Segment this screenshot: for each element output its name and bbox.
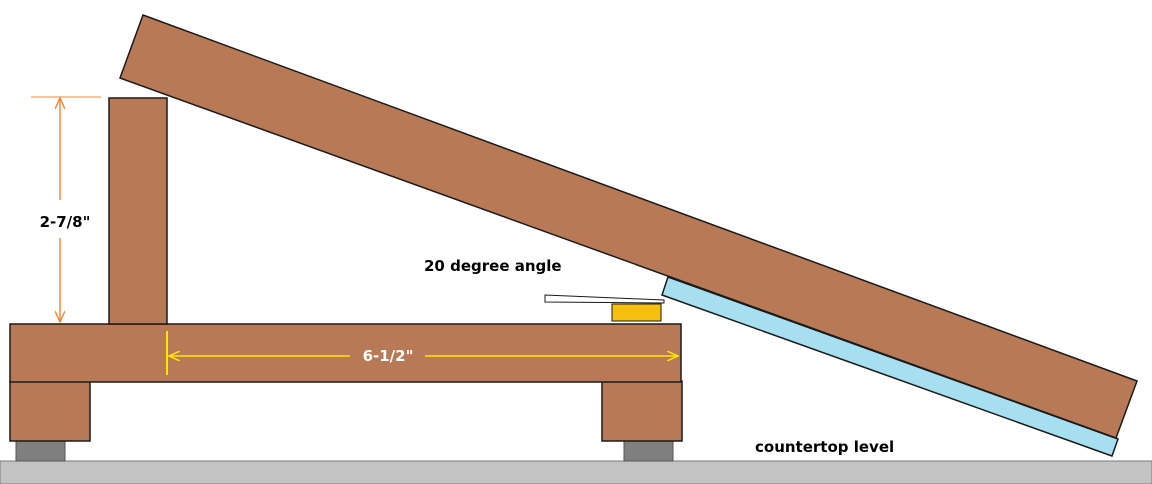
angle-label: 20 degree angle [424, 257, 562, 275]
countertop-level-label: countertop level [755, 438, 894, 456]
sloped-board [119, 14, 1138, 439]
height-dimension-label: 2-7/8" [40, 213, 91, 231]
rubber-foot-left [15, 440, 66, 462]
base-board [9, 323, 682, 383]
rubber-foot-right [623, 440, 674, 462]
countertop-surface [0, 460, 1152, 484]
vertical-post [108, 97, 168, 325]
leg-block-left [9, 380, 91, 442]
angle-gauge-block [611, 303, 662, 322]
leg-block-right [601, 380, 683, 442]
angle-gauge-arm [544, 294, 665, 304]
width-dimension-label: 6-1/2" [363, 347, 414, 365]
